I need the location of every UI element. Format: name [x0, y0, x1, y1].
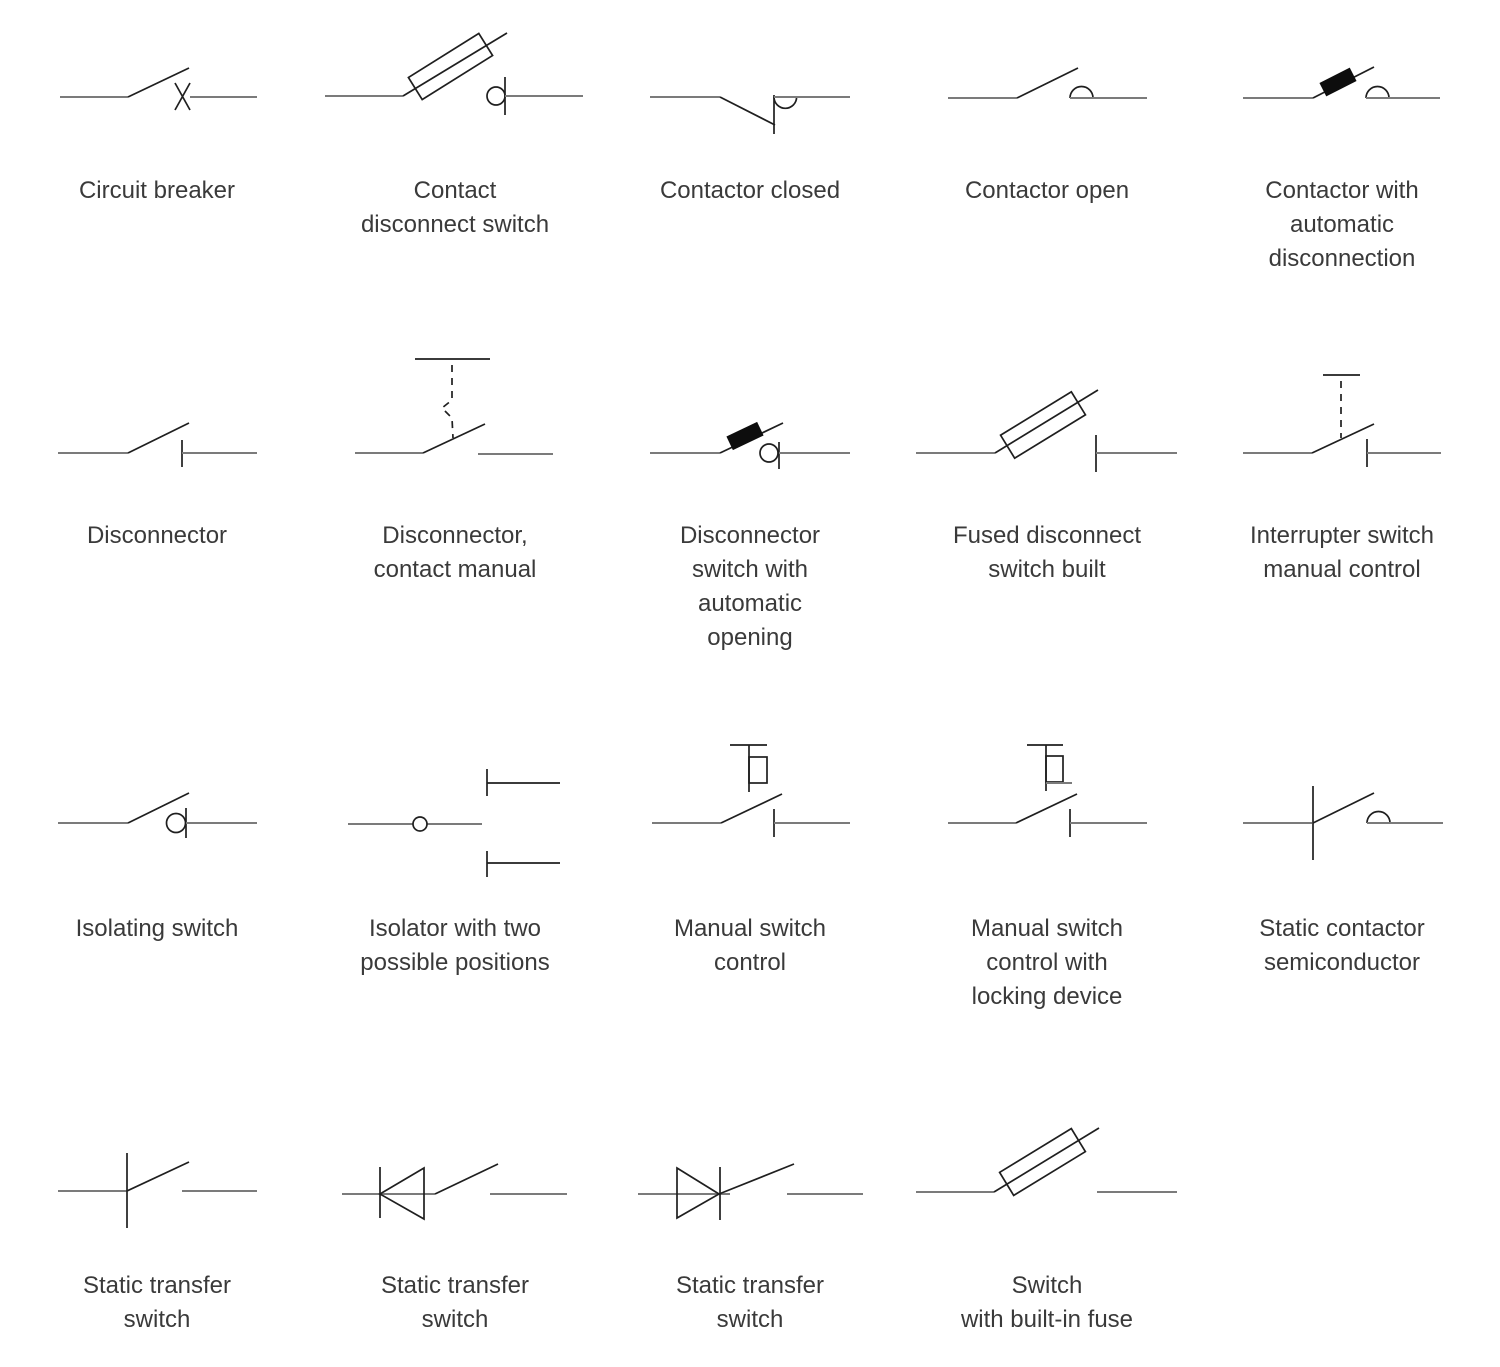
switch-blade — [1016, 67, 1079, 99]
contact-circle — [486, 86, 506, 106]
switch-blade — [422, 423, 486, 454]
symbol-label: Interrupter switch manual control — [1249, 522, 1435, 583]
cell-manual-switch-control-locking: Manual switch control with locking devic… — [907, 710, 1187, 1014]
switch-blade — [718, 1163, 795, 1195]
contactor-arc — [1069, 85, 1094, 99]
contact-circle — [165, 812, 187, 834]
cell-static-transfer-switch-3: Static transfer switch — [610, 1080, 890, 1337]
fuse-body — [407, 32, 494, 101]
symbol-label: Circuit breaker — [78, 177, 236, 204]
cell-static-transfer-switch-2: Static transfer switch — [315, 1080, 595, 1337]
symbol-label: Disconnector, contact manual — [373, 522, 537, 583]
diode-triangle — [676, 1166, 721, 1220]
cell-disconnector: Disconnector — [17, 340, 297, 553]
symbol-label: Manual switch control with locking devic… — [970, 915, 1124, 1010]
manual-drive-box — [748, 756, 768, 784]
static-transfer-switch-diode-right-symbol — [638, 1163, 863, 1220]
symbol-label: Isolating switch — [75, 915, 239, 942]
manual-drive-box — [1045, 755, 1064, 783]
switch-blade — [720, 793, 783, 824]
auto-release-block — [726, 421, 764, 451]
symbol-label: Static contactor semiconductor — [1259, 915, 1425, 976]
cell-contactor-automatic-disconnection: Contactor with automatic disconnection — [1202, 20, 1482, 276]
switch-blade — [127, 422, 190, 454]
contactor-arc — [1366, 810, 1391, 824]
symbol-label: Static transfer switch — [380, 1272, 530, 1333]
manual-switch-control-locking-symbol — [948, 744, 1147, 837]
switch-blade — [1312, 792, 1375, 824]
symbol-label: Static transfer switch — [82, 1272, 232, 1333]
cell-disconnector-automatic-opening: Disconnector switch with automatic openi… — [610, 340, 890, 655]
cell-isolating-switch: Isolating switch — [17, 710, 297, 946]
symbol-label: Disconnector switch with automatic openi… — [679, 522, 821, 651]
disconnector-symbol — [58, 422, 257, 467]
contact-disconnect-switch-symbol — [325, 32, 583, 115]
symbol-label: Static transfer switch — [675, 1272, 825, 1333]
symbol-label: Contactor open — [964, 177, 1130, 204]
contactor-open-symbol — [948, 67, 1147, 99]
contactor-closed-symbol — [650, 95, 850, 134]
diode-triangle — [378, 1166, 425, 1221]
cell-fused-disconnect-switch-built: Fused disconnect switch built — [907, 340, 1187, 587]
cell-switch-with-built-in-fuse: Switch with built-in fuse — [907, 1080, 1187, 1337]
switch-blade — [993, 1127, 1100, 1193]
cell-circuit-breaker: Circuit breaker — [17, 20, 297, 208]
symbol-label: Isolator with two possible positions — [360, 915, 550, 976]
switch-blade — [1015, 793, 1078, 824]
switch-blade — [1311, 423, 1375, 454]
cell-static-transfer-switch-1: Static transfer switch — [17, 1080, 297, 1337]
symbol-label: Disconnector — [86, 522, 228, 549]
symbol-label: Contactor with automatic disconnection — [1265, 177, 1419, 272]
symbol-label: Contactor closed — [659, 177, 841, 204]
switch-blade — [994, 389, 1099, 454]
switch-blade — [402, 32, 508, 97]
static-transfer-switch-diode-left-symbol — [342, 1163, 567, 1221]
switch-blade — [127, 67, 190, 98]
mechanical-link-dashed — [440, 365, 454, 439]
cell-static-contactor-semiconductor: Static contactor semiconductor — [1202, 710, 1482, 980]
static-contactor-semiconductor-symbol — [1243, 786, 1443, 860]
circuit-breaker-symbol — [60, 67, 257, 111]
contactor-arc — [1365, 85, 1390, 99]
contactor-arc — [773, 96, 798, 110]
symbol-label: Fused disconnect switch built — [952, 522, 1142, 583]
manual-switch-control-symbol — [652, 744, 850, 837]
fuse-body — [999, 390, 1087, 460]
interrupter-switch-manual-control-symbol — [1243, 374, 1441, 467]
disconnector-contact-manual-symbol — [355, 358, 553, 455]
cell-contact-disconnect-switch: Contact disconnect switch — [315, 20, 595, 242]
cell-isolator-two-positions: Isolator with two possible positions — [315, 710, 595, 980]
fused-disconnect-switch-symbol — [916, 389, 1177, 472]
switch-blade — [127, 792, 190, 824]
cell-contactor-closed: Contactor closed — [610, 20, 890, 208]
cell-contactor-open: Contactor open — [907, 20, 1187, 208]
isolator-two-positions-symbol — [348, 769, 560, 877]
contactor-automatic-disconnection-symbol — [1243, 66, 1440, 99]
cell-interrupter-switch-manual-control: Interrupter switch manual control — [1202, 340, 1482, 587]
static-transfer-switch-symbol — [58, 1153, 257, 1228]
pivot-circle — [412, 816, 428, 832]
switch-blade — [126, 1161, 190, 1192]
contact-circle — [759, 443, 779, 463]
symbol-label: Switch with built-in fuse — [960, 1272, 1134, 1333]
cell-disconnector-contact-manual: Disconnector, contact manual — [315, 340, 595, 587]
switch-with-built-in-fuse-symbol — [916, 1127, 1177, 1197]
disconnector-automatic-opening-symbol — [650, 421, 850, 469]
switch-blade — [719, 96, 776, 126]
symbol-label: Contact disconnect switch — [360, 177, 550, 238]
auto-release-block — [1319, 67, 1357, 97]
fuse-body — [998, 1127, 1087, 1197]
switch-blade — [434, 1163, 499, 1195]
isolating-switch-symbol — [58, 792, 257, 838]
cell-manual-switch-control: Manual switch control — [610, 710, 890, 980]
symbol-label: Manual switch control — [673, 915, 827, 976]
